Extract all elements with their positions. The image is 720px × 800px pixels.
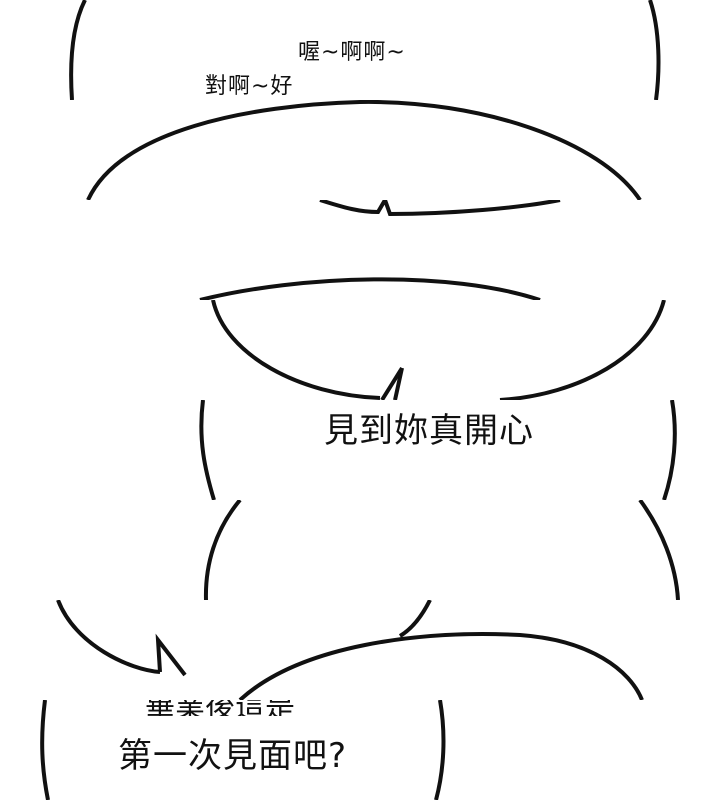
- speech-bubble-2: [86, 100, 642, 200]
- text-line-2: 對啊~好: [205, 74, 294, 99]
- strip-8: 畢業後這是 第一次見面吧?: [0, 700, 720, 800]
- strip-6: [0, 500, 720, 600]
- speech-bubble-6: [203, 500, 680, 600]
- text-line-4: 畢業後這是: [145, 700, 295, 716]
- strip-1: 喔~啊啊~ 對啊~好: [0, 0, 720, 100]
- text-line-3: 見到妳真開心: [324, 411, 534, 451]
- text-line-1: 喔~啊啊~: [298, 40, 406, 65]
- speech-bubble-1: [69, 0, 661, 100]
- text-line-4-cut: 畢業後這是: [145, 700, 295, 716]
- strip-7: [0, 600, 720, 700]
- strip-2: [0, 100, 720, 200]
- text-line-5: 第一次見面吧?: [118, 736, 348, 776]
- strip-5: 見到妳真開心: [0, 400, 720, 500]
- speech-bubble-7: [56, 600, 644, 700]
- strip-3: [0, 200, 720, 300]
- speech-bubble-5: [199, 400, 677, 500]
- speech-bubble-3: [199, 200, 561, 300]
- speech-bubble-8: [40, 700, 446, 800]
- strip-4: [0, 300, 720, 400]
- speech-bubble-4: [211, 300, 666, 400]
